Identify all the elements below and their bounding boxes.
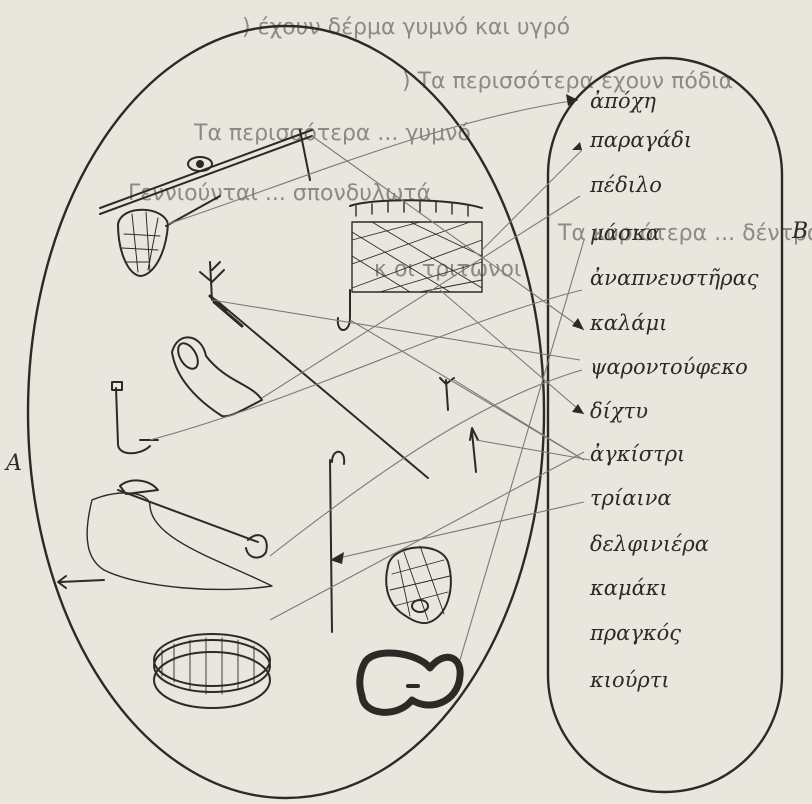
word-item: ἀγκίστρι <box>590 442 685 466</box>
word-item: πέδιλο <box>589 173 662 197</box>
connection-line <box>270 370 582 556</box>
fish-trap-icon <box>386 546 451 623</box>
connection-line <box>460 240 584 660</box>
word-item: ψαροντούφεκο <box>590 355 748 379</box>
background-text: ) έχουν δέρμα γυμνό και υγρό ) Τα περισσ… <box>128 15 812 282</box>
ghost-line: Τα περισσότερα ... γυμνό <box>193 121 471 146</box>
word-item: καλάμι <box>589 311 667 335</box>
round-basket-icon <box>154 634 270 708</box>
word-item: δελφινιέρα <box>590 532 709 556</box>
landing-net-icon <box>118 196 220 276</box>
word-item: κιούρτι <box>589 668 670 692</box>
word-item: δίχτυ <box>590 399 648 423</box>
arrow-icon <box>470 428 478 472</box>
ghost-line: ) έχουν δέρμα γυμνό και υγρό <box>242 15 570 40</box>
harpoon-icon <box>330 452 344 632</box>
connection-line <box>476 440 590 460</box>
word-item: μάσκα <box>590 221 660 245</box>
trident-icon <box>200 262 224 300</box>
ghost-line: ) Τα περισσότερα έχουν πόδια <box>402 69 733 94</box>
word-item: πραγκός <box>589 621 681 645</box>
fin-icon <box>172 337 262 416</box>
word-item: καμάκι <box>589 576 668 600</box>
set-a-label: A <box>4 451 22 476</box>
small-trident-icon <box>440 378 454 410</box>
spear-icon <box>210 296 428 478</box>
speargun-icon <box>87 480 272 589</box>
hook-icon <box>338 290 350 330</box>
set-b-label: B <box>791 219 808 244</box>
word-item: ἀναπνευστῆρας <box>590 266 759 290</box>
arrowheads <box>330 94 584 564</box>
word-item: παραγάδι <box>589 128 692 152</box>
word-list: ἀπόχη παραγάδι πέδιλο μάσκα ἀναπνευστῆρα… <box>589 89 759 692</box>
connection-line <box>330 502 584 560</box>
gaff-hook-icon <box>58 576 104 588</box>
snorkel-icon <box>112 382 158 453</box>
word-item: τρίαινα <box>590 486 672 510</box>
diving-mask-icon <box>360 653 460 712</box>
connection-line <box>440 290 584 414</box>
connection-line <box>212 300 580 360</box>
arrowhead <box>572 142 582 150</box>
word-item: ἀπόχη <box>590 89 656 113</box>
arrowhead <box>572 318 584 330</box>
